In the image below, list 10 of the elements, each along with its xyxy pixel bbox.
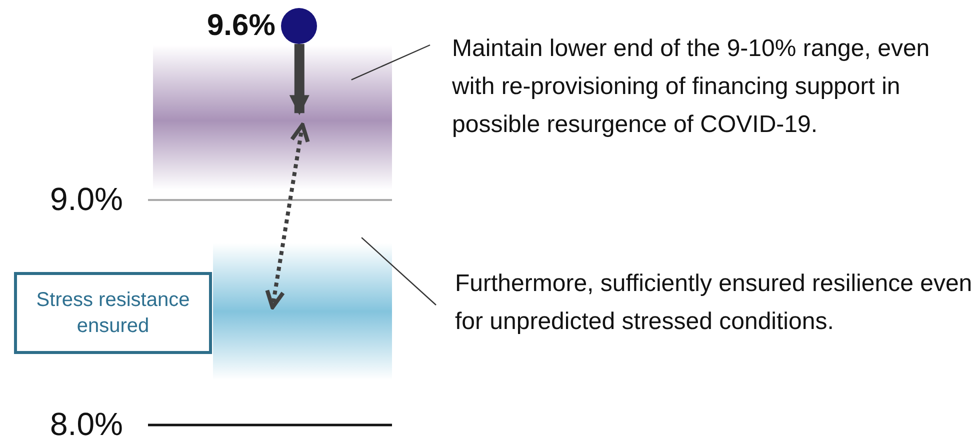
arrow bbox=[289, 44, 310, 116]
status-box: Stress resistance ensured bbox=[14, 272, 212, 354]
leader-line bbox=[351, 44, 430, 80]
note-text: Furthermore, sufficiently ensured resilience even for unpredicted stressed conditions. bbox=[455, 265, 975, 341]
value-label: 9.6% bbox=[207, 9, 276, 43]
axis-tick-label: 9.0% bbox=[50, 180, 123, 218]
arrow bbox=[265, 122, 310, 310]
leader-line bbox=[361, 237, 436, 306]
axis-tick-label: 8.0% bbox=[50, 405, 123, 441]
note-text: Maintain lower end of the 9-10% range, even with re-provisioning of financing support in possible resurgence of COVID-19. bbox=[452, 30, 942, 144]
